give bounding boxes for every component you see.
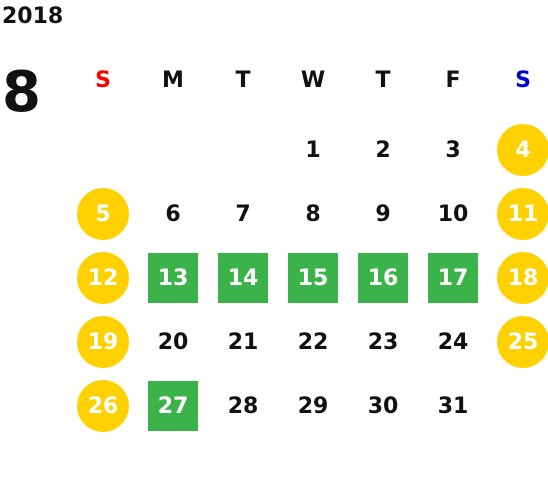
day-cell[interactable]: 9 (348, 182, 418, 246)
weekday-header-thu: T (375, 67, 391, 93)
month-number: 8 (2, 60, 41, 125)
day-number: 8 (305, 201, 321, 227)
day-number: 28 (227, 393, 259, 419)
weekend-day-number: 12 (77, 252, 129, 304)
day-number: 20 (157, 329, 189, 355)
weekday-header-tue: T (235, 67, 251, 93)
day-cell[interactable]: 12 (68, 246, 138, 310)
day-number: 21 (227, 329, 259, 355)
day-cell[interactable]: 10 (418, 182, 488, 246)
day-cell[interactable]: 7 (208, 182, 278, 246)
weekday-header-sun: S (95, 67, 111, 93)
day-cell[interactable]: 26 (68, 374, 138, 438)
weekday-header-fri: F (445, 67, 461, 93)
weekend-day-number: 19 (77, 316, 129, 368)
day-cell[interactable]: 8 (278, 182, 348, 246)
day-number: 22 (297, 329, 329, 355)
day-cell[interactable]: 24 (418, 310, 488, 374)
day-number: 10 (437, 201, 469, 227)
day-cell[interactable]: 20 (138, 310, 208, 374)
day-cell[interactable]: 18 (488, 246, 548, 310)
day-cell[interactable]: 25 (488, 310, 548, 374)
weekend-day-number: 26 (77, 380, 129, 432)
highlighted-day-number: 13 (148, 253, 198, 303)
day-cell[interactable]: 13 (138, 246, 208, 310)
day-cell[interactable]: 21 (208, 310, 278, 374)
day-cell[interactable]: 23 (348, 310, 418, 374)
day-cell[interactable]: 3 (418, 118, 488, 182)
day-number: 1 (305, 137, 321, 163)
day-cell[interactable]: 5 (68, 182, 138, 246)
weekend-day-number: 4 (497, 124, 548, 176)
weekend-day-number: 18 (497, 252, 548, 304)
day-cell[interactable]: 1 (278, 118, 348, 182)
day-number: 9 (375, 201, 391, 227)
day-cell[interactable]: 22 (278, 310, 348, 374)
highlighted-day-number: 14 (218, 253, 268, 303)
weekday-header-sat: S (515, 67, 531, 93)
day-cell[interactable]: 16 (348, 246, 418, 310)
day-cell[interactable]: 11 (488, 182, 548, 246)
highlighted-day-number: 16 (358, 253, 408, 303)
day-cell[interactable]: 4 (488, 118, 548, 182)
day-number: 29 (297, 393, 329, 419)
day-cell[interactable]: 14 (208, 246, 278, 310)
day-number: 23 (367, 329, 399, 355)
day-cell[interactable]: 27 (138, 374, 208, 438)
day-cell[interactable]: 17 (418, 246, 488, 310)
day-cell[interactable]: 15 (278, 246, 348, 310)
day-number: 30 (367, 393, 399, 419)
weekday-header-mon: M (162, 67, 184, 93)
day-number: 24 (437, 329, 469, 355)
weekend-day-number: 5 (77, 188, 129, 240)
weekend-day-number: 11 (497, 188, 548, 240)
highlighted-day-number: 15 (288, 253, 338, 303)
day-cell[interactable]: 2 (348, 118, 418, 182)
day-cell[interactable]: 31 (418, 374, 488, 438)
highlighted-day-number: 17 (428, 253, 478, 303)
day-number: 3 (445, 137, 461, 163)
day-cell[interactable]: 6 (138, 182, 208, 246)
day-cell[interactable]: 29 (278, 374, 348, 438)
highlighted-day-number: 27 (148, 381, 198, 431)
year-label: 2018 (2, 4, 64, 29)
day-cell[interactable]: 19 (68, 310, 138, 374)
day-cell[interactable]: 30 (348, 374, 418, 438)
weekend-day-number: 25 (497, 316, 548, 368)
day-cell[interactable]: 28 (208, 374, 278, 438)
day-number: 31 (437, 393, 469, 419)
day-number: 6 (165, 201, 181, 227)
weekday-header-wed: W (300, 67, 326, 93)
day-number: 2 (375, 137, 391, 163)
day-number: 7 (235, 201, 251, 227)
